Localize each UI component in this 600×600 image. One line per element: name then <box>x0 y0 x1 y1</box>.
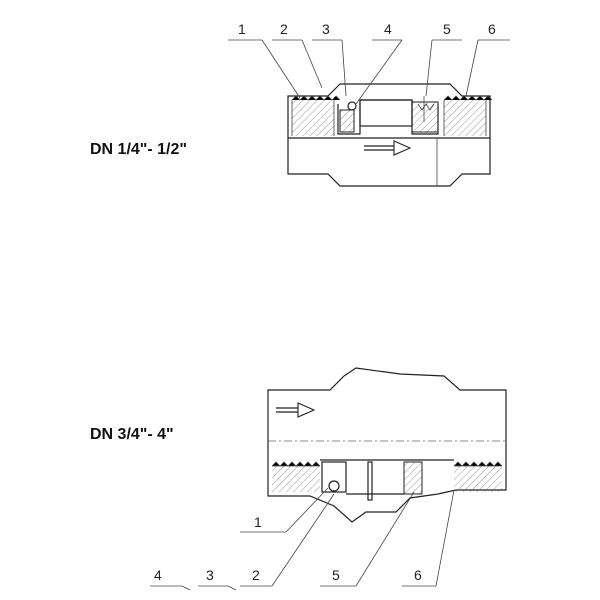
callout-3-small: 3 <box>322 21 330 37</box>
flow-arrow-large <box>276 402 316 418</box>
callout-6-large: 6 <box>414 567 422 583</box>
o-ring-large <box>328 480 340 492</box>
small-valve-section <box>287 83 493 187</box>
callout-2-small: 2 <box>280 21 288 37</box>
callout-2-large: 2 <box>252 567 260 583</box>
callout-1-large: 1 <box>254 514 262 530</box>
o-ring-small <box>347 101 357 111</box>
callouts-small: 1 2 3 4 5 6 <box>228 21 510 105</box>
callout-5-small: 5 <box>443 21 451 37</box>
size-label-large: DN 3/4"- 4" <box>90 426 174 443</box>
right-thread-large <box>453 461 503 492</box>
flow-arrow-small <box>364 140 412 156</box>
callout-1-small: 1 <box>238 21 246 37</box>
left-thread-large <box>271 461 321 492</box>
callouts-large: 1 4 3 2 5 6 <box>150 487 455 591</box>
callout-5-large: 5 <box>332 567 340 583</box>
large-valve-section <box>267 367 507 523</box>
left-thread-small <box>291 95 341 136</box>
right-thread-small <box>443 95 493 136</box>
size-label-small: DN 1/4"- 1/2" <box>90 141 187 158</box>
callout-6-small: 6 <box>488 21 496 37</box>
callout-3-large: 3 <box>206 567 214 583</box>
callout-4-small: 4 <box>384 21 392 37</box>
callout-4-large: 4 <box>154 567 162 583</box>
